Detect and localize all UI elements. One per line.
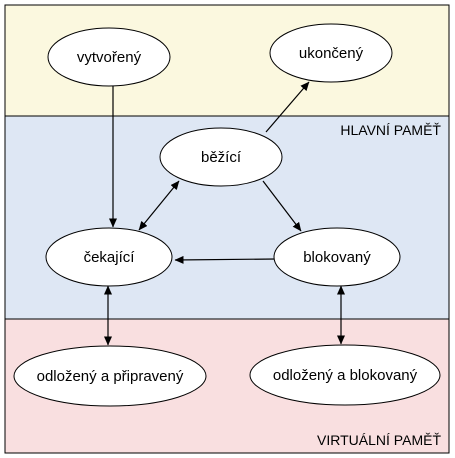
edge-blocked-to-waiting [174, 255, 277, 264]
state-label-created: vytvořený [77, 49, 142, 66]
state-label-suspended-ready: odložený a připravený [37, 368, 184, 385]
main-memory-label: HLAVNÍ PAMĚŤ [340, 122, 441, 138]
state-node-suspended-blocked: odložený a blokovaný [249, 344, 441, 406]
state-node-running: běžící [159, 127, 283, 187]
state-node-terminated: ukončený [269, 23, 393, 83]
state-label-terminated: ukončený [299, 45, 364, 62]
virtual-memory-label: VIRTUÁLNÍ PAMĚŤ [317, 432, 441, 448]
edge-running-to-terminated [265, 81, 310, 133]
state-label-suspended-blocked: odložený a blokovaný [273, 367, 418, 384]
state-label-blocked: blokovaný [303, 249, 371, 266]
state-node-suspended-ready: odložený a připravený [13, 345, 207, 407]
edge-running-to-blocked [262, 180, 302, 232]
state-label-running: běžící [201, 149, 242, 166]
state-node-waiting: čekající [45, 227, 173, 287]
state-label-waiting: čekající [84, 249, 136, 266]
edge-running-waiting [138, 180, 180, 231]
state-node-blocked: blokovaný [273, 227, 401, 287]
state-node-created: vytvořený [47, 27, 171, 87]
